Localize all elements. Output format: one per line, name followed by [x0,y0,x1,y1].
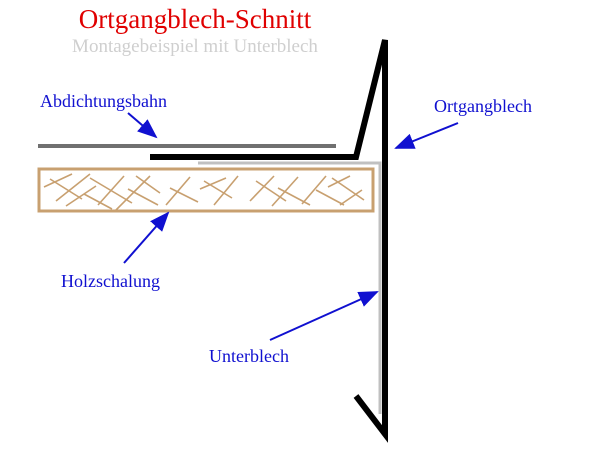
label-unterblech: Unterblech [209,346,289,366]
wood-hatch [43,173,365,211]
holzschalung-board [37,167,375,213]
holzschalung-arrow [123,211,170,264]
unterblech-shape [198,161,382,414]
label-holzschalung: Holzschalung [61,271,160,291]
page-subtitle: Montagebeispiel mit Unterblech [72,36,318,57]
abdichtungsbahn-arrow [127,112,158,139]
unterblech-arrow [269,291,379,341]
label-abdichtungsbahn: Abdichtungsbahn [40,91,167,111]
page-title: Ortgangblech-Schnitt [78,4,312,34]
ortgangblech-arrow [394,122,459,149]
label-ortgangblech: Ortgangblech [434,96,532,116]
ortgangblech-shape [150,39,388,443]
